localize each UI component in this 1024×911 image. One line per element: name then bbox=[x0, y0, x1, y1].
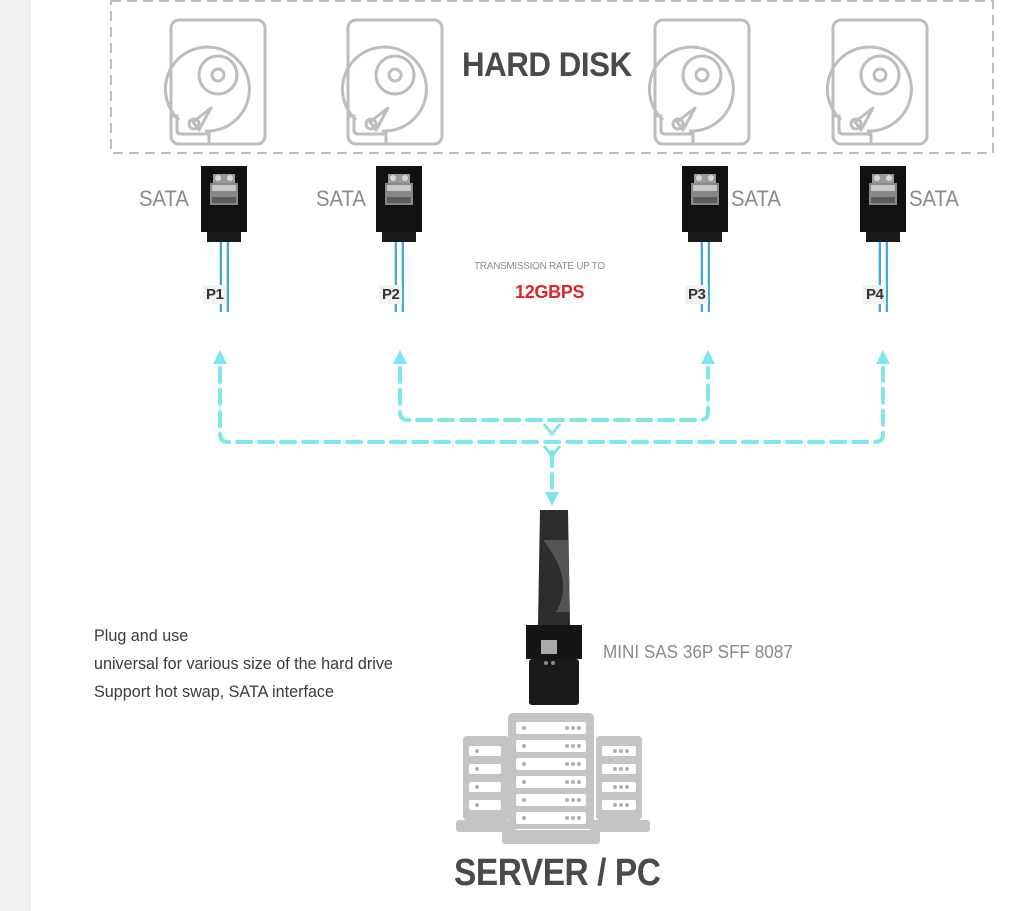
merge-chevron-icon bbox=[542, 423, 562, 437]
sata-label-p1: SATA bbox=[139, 186, 189, 211]
arrow-up-icon bbox=[393, 350, 407, 364]
sata-label-p2: SATA bbox=[316, 186, 366, 211]
flow-line-outer bbox=[218, 366, 885, 444]
mini-sas-cable bbox=[526, 510, 582, 705]
merge-chevron-icon bbox=[542, 445, 562, 459]
sata-label-p4: SATA bbox=[909, 186, 959, 211]
arrow-up-icon bbox=[876, 350, 890, 364]
feature-item: universal for various size of the hard d… bbox=[94, 654, 393, 673]
hard-disk-title: HARD DISK bbox=[462, 46, 632, 84]
hard-disk-icon bbox=[825, 18, 929, 146]
flow-arrows bbox=[213, 350, 890, 506]
side-strip bbox=[0, 0, 31, 911]
flow-lines bbox=[218, 366, 885, 492]
hard-disk-icon bbox=[647, 18, 751, 146]
feature-item: Plug and use bbox=[94, 626, 189, 645]
arrow-down-icon bbox=[545, 492, 559, 506]
port-label-p1: P1 bbox=[203, 285, 227, 304]
hard-disk-group-box bbox=[110, 0, 994, 154]
mini-sas-label: MINI SAS 36P SFF 8087 bbox=[603, 642, 793, 662]
sata-label-p3: SATA bbox=[731, 186, 781, 211]
arrow-up-icon bbox=[213, 350, 227, 364]
port-label-p4: P4 bbox=[863, 285, 887, 304]
feature-item: Support hot swap, SATA interface bbox=[94, 682, 334, 701]
hard-disk-icon bbox=[340, 18, 444, 146]
transmission-rate-caption: TRANSMISSION RATE UP TO bbox=[474, 261, 605, 272]
server-title: SERVER / PC bbox=[454, 852, 661, 894]
hard-disk-icon bbox=[163, 18, 267, 146]
feature-list: Plug and use universal for various size … bbox=[94, 622, 393, 706]
arrow-up-icon bbox=[701, 350, 715, 364]
port-label-p3: P3 bbox=[685, 285, 709, 304]
flow-line-inner bbox=[398, 366, 710, 422]
port-label-p2: P2 bbox=[379, 285, 403, 304]
transmission-rate-value: 12GBPS bbox=[515, 282, 585, 302]
server-rack-icon bbox=[456, 713, 650, 844]
